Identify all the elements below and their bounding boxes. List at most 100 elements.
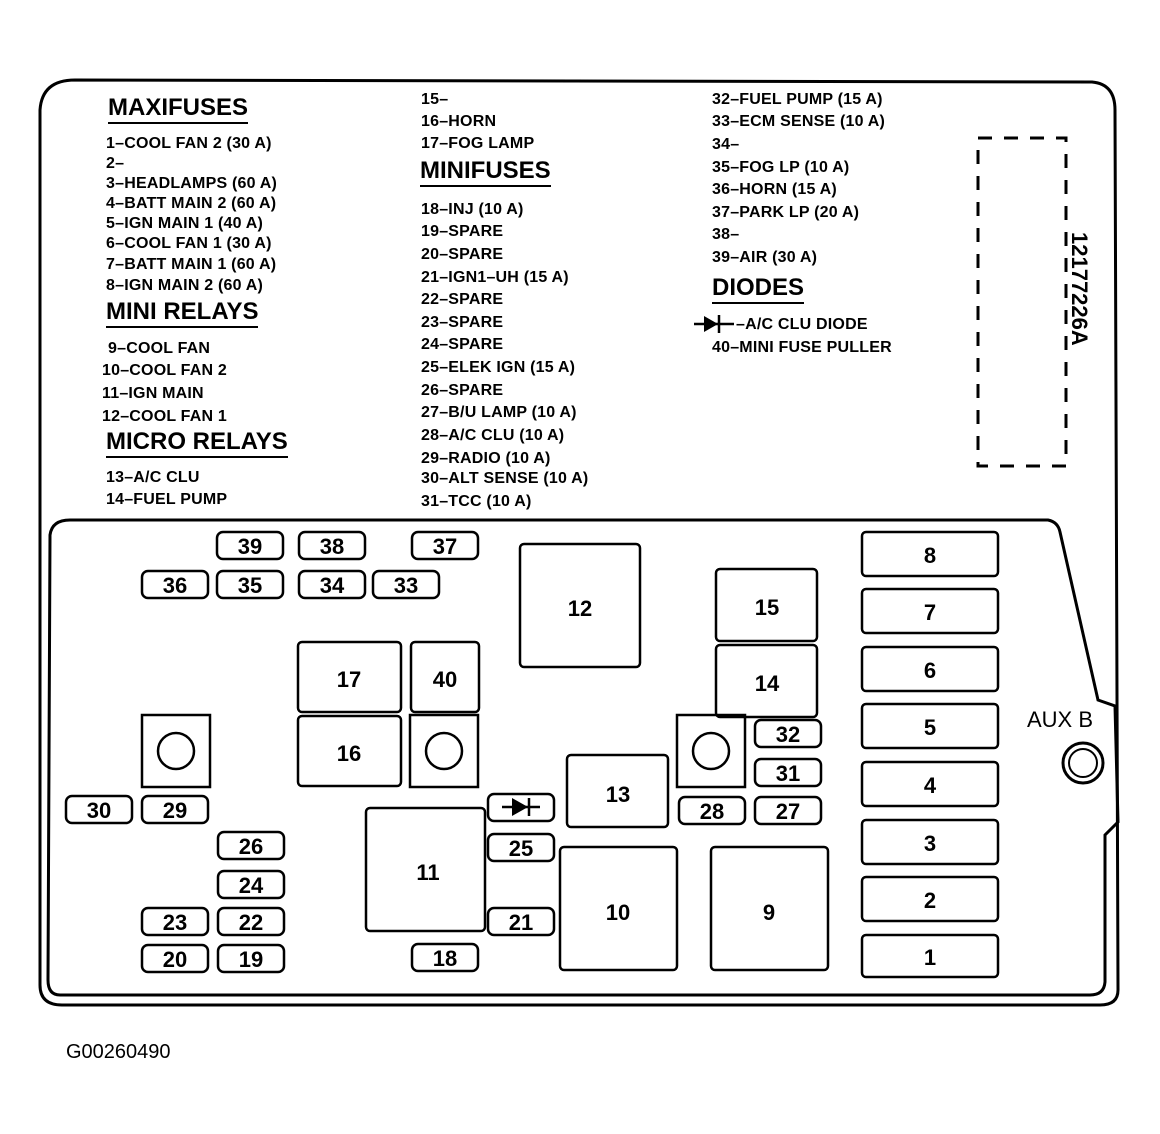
minifuse-legend-39: 39–AIR (30 A) (712, 249, 818, 266)
minifuse-legend-30: 30–ALT SENSE (10 A) (421, 470, 589, 487)
minifuse-24: 24 (216, 869, 286, 900)
maxifuse-1: 1 (860, 933, 1000, 979)
mini-relay-legend-9: 9–COOL FAN (108, 340, 211, 357)
relay-9: 9 (709, 845, 830, 972)
svg-text:25: 25 (509, 836, 533, 861)
mini-relay-legend-10: 10–COOL FAN 2 (102, 362, 228, 379)
svg-text:37: 37 (433, 534, 457, 559)
minifuse-legend-33: 33–ECM SENSE (10 A) (712, 113, 886, 130)
svg-text:36: 36 (163, 573, 187, 598)
maxifuse-2: 2 (860, 875, 1000, 923)
minifuse-legend-18: 18–INJ (10 A) (421, 201, 524, 218)
maxifuse-8: 8 (860, 530, 1000, 578)
minifuse-32: 32 (753, 718, 823, 749)
minifuse-19: 19 (216, 943, 286, 974)
svg-text:18: 18 (433, 946, 457, 971)
svg-text:11: 11 (416, 860, 439, 885)
svg-text:3: 3 (924, 831, 936, 856)
part-number: 12177226A (1067, 232, 1092, 346)
cover-outline (38, 78, 1120, 1007)
svg-text:40: 40 (433, 667, 457, 692)
svg-text:12: 12 (568, 596, 592, 621)
svg-text:30: 30 (87, 798, 111, 823)
maxifuse-legend-6: 6–COOL FAN 1 (30 A) (106, 235, 272, 252)
svg-text:27: 27 (776, 799, 800, 824)
diode-legend-ac-clutch: –A/C CLU DIODE (736, 316, 868, 333)
mini-relay-legend-11: 11–IGN MAIN (102, 385, 204, 402)
micro-relays-title: MICRO RELAYS (106, 428, 288, 458)
relay-12: 12 (518, 542, 642, 669)
minifuse-33: 33 (371, 569, 441, 600)
maxifuses-title: MAXIFUSES (108, 94, 249, 124)
label-area (976, 136, 1068, 468)
svg-text:21: 21 (509, 910, 533, 935)
relay-10: 10 (558, 845, 679, 972)
terminal-left (140, 713, 212, 789)
svg-text:19: 19 (239, 947, 263, 972)
minifuse-28: 28 (677, 795, 747, 826)
maxifuse-legend-3: 3–HEADLAMPS (60 A) (106, 175, 278, 192)
svg-text:16: 16 (337, 741, 361, 766)
svg-text:8: 8 (924, 543, 936, 568)
svg-text:39: 39 (238, 534, 262, 559)
svg-text:31: 31 (776, 761, 800, 786)
minifuse-legend-21: 21–IGN1–UH (15 A) (421, 269, 569, 286)
maxifuse-legend-8: 8–IGN MAIN 2 (60 A) (106, 277, 264, 294)
diode-legend-fuse-puller: 40–MINI FUSE PULLER (712, 339, 892, 356)
svg-text:9: 9 (763, 900, 775, 925)
svg-text:23: 23 (163, 910, 187, 935)
minifuse-legend-28: 28–A/C CLU (10 A) (421, 427, 565, 444)
svg-text:26: 26 (239, 834, 263, 859)
minifuse-legend-19: 19–SPARE (421, 223, 504, 240)
maxifuse-5: 5 (860, 702, 1000, 750)
maxifuse-legend-1: 1–COOL FAN 2 (30 A) (106, 135, 272, 152)
terminal-center (408, 713, 480, 789)
minifuse-legend-31: 31–TCC (10 A) (421, 493, 532, 510)
relay-legend-16: 16–HORN (421, 113, 497, 130)
minifuse-27: 27 (753, 795, 823, 826)
svg-text:6: 6 (924, 658, 936, 683)
aux-b-terminal (1061, 741, 1105, 785)
svg-text:20: 20 (163, 947, 187, 972)
micro-relay-legend-14: 14–FUEL PUMP (106, 491, 228, 508)
minifuse-36: 36 (140, 569, 210, 600)
maxifuse-legend-7: 7–BATT MAIN 1 (60 A) (106, 256, 277, 273)
minifuse-legend-36: 36–HORN (15 A) (712, 181, 837, 198)
minifuse-18: 18 (410, 942, 480, 973)
minifuse-legend-26: 26–SPARE (421, 382, 504, 399)
minifuse-legend-22: 22–SPARE (421, 291, 504, 308)
minifuse-legend-23: 23–SPARE (421, 314, 504, 331)
relay-16: 16 (296, 714, 403, 788)
diodes-title: DIODES (712, 274, 805, 304)
minifuse-legend-38: 38– (712, 226, 740, 243)
maxifuse-3: 3 (860, 818, 1000, 866)
minifuse-31: 31 (753, 757, 823, 788)
minifuse-23: 23 (140, 906, 210, 937)
minifuse-legend-20: 20–SPARE (421, 246, 504, 263)
aux-b-label: AUX B (1027, 707, 1093, 732)
minifuses-title: MINIFUSES (420, 157, 551, 187)
terminal-right (675, 713, 747, 789)
minifuse-34: 34 (297, 569, 367, 600)
maxifuse-4: 4 (860, 760, 1000, 808)
maxifuse-legend-4: 4–BATT MAIN 2 (60 A) (106, 195, 277, 212)
svg-text:34: 34 (320, 573, 345, 598)
minifuse-37: 37 (410, 530, 480, 561)
relay-legend-15: 15– (421, 91, 449, 108)
svg-text:1: 1 (924, 945, 936, 970)
svg-text:29: 29 (163, 798, 187, 823)
mini-relays-title: MINI RELAYS (106, 298, 259, 328)
maxifuse-legend-2: 2– (106, 155, 125, 172)
svg-text:2: 2 (924, 888, 936, 913)
minifuse-legend-24: 24–SPARE (421, 336, 504, 353)
svg-text:10: 10 (606, 900, 630, 925)
svg-text:24: 24 (239, 873, 264, 898)
fuse-puller-40: 40 (409, 640, 481, 714)
svg-text:15: 15 (755, 595, 779, 620)
minifuse-20: 20 (140, 943, 210, 974)
diode-symbol-icon (694, 315, 734, 333)
relay-11: 11 (364, 806, 487, 933)
relay-13: 13 (565, 753, 670, 829)
svg-text:17: 17 (337, 667, 361, 692)
